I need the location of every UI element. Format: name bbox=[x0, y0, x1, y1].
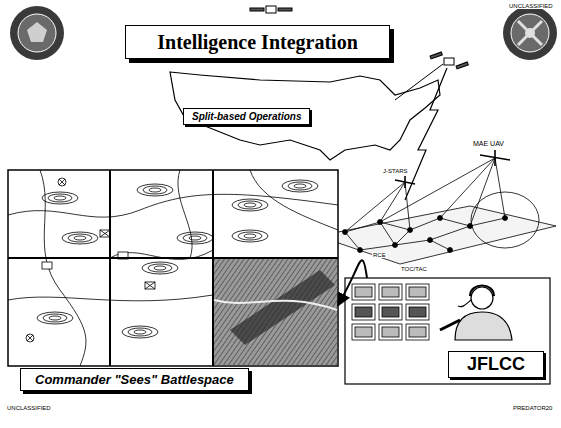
node-label: JFLCC bbox=[448, 351, 544, 378]
lightning-bolt bbox=[405, 68, 447, 200]
asset-label: J-STARS bbox=[382, 168, 409, 174]
slide-title: Intelligence Integration bbox=[157, 31, 358, 54]
curved-arrow bbox=[338, 260, 367, 305]
classification-marking: UNCLASSIFIED bbox=[6, 405, 52, 411]
asset-label: MAE UAV bbox=[472, 140, 505, 147]
satellite bbox=[430, 52, 468, 69]
workstation-illustration bbox=[345, 278, 550, 384]
aerial-photo bbox=[214, 259, 337, 365]
satellite bbox=[250, 6, 292, 13]
asset-label: TOC/TAC bbox=[400, 266, 428, 272]
location-box: Split-based Operations bbox=[183, 108, 310, 125]
us-map-outline bbox=[170, 72, 440, 160]
node-label: Commander "Sees" Battlespace bbox=[20, 368, 249, 391]
workstation-panel: JFLCC bbox=[345, 278, 550, 384]
seal-right bbox=[503, 6, 557, 60]
node-label: Split-based Operations bbox=[192, 111, 301, 122]
asset-label: RCE bbox=[372, 252, 387, 258]
battlespace-panel: Commander "Sees" Battlespace bbox=[8, 170, 338, 396]
classification-marking: PREDATOR20 bbox=[512, 405, 553, 411]
network-illustration bbox=[318, 150, 556, 264]
seal-left bbox=[10, 6, 64, 60]
classification-marking: UNCLASSIFIED bbox=[508, 3, 554, 9]
battlespace-map bbox=[8, 170, 338, 366]
title-box: Intelligence Integration bbox=[125, 25, 390, 59]
